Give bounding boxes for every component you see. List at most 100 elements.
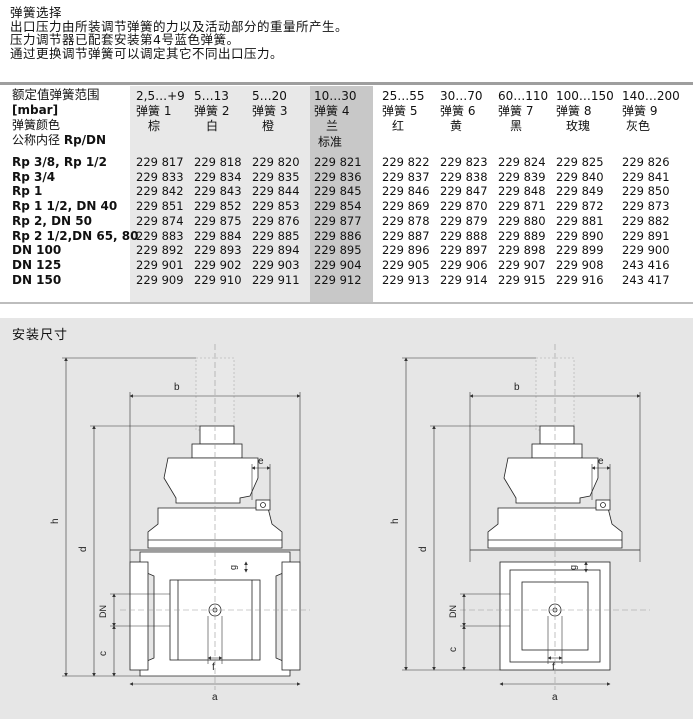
order-number-cell: 229 905	[382, 257, 430, 272]
spring-3-name: 弹簧 3	[252, 104, 288, 118]
spring-selection-table: 额定值弹簧范围 [mbar] 弹簧颜色 公称内径 Rp/DN 2,5…+9 弹簧…	[0, 86, 693, 302]
spring-5-range: 25…55	[382, 89, 425, 103]
order-number-cell: 229 882	[622, 213, 670, 228]
dim-f-left: f	[212, 662, 215, 673]
order-number-cell: 229 911	[252, 272, 300, 287]
spring-7-color: 黑	[510, 119, 523, 133]
order-number-cell: 229 899	[556, 243, 604, 258]
order-number-cell: 229 876	[252, 213, 300, 228]
regulator-drawing-left	[120, 344, 310, 690]
spring-7-range: 60…110	[498, 89, 549, 103]
dim-g-left: g	[228, 565, 238, 570]
order-number-cell: 229 843	[194, 184, 242, 199]
order-number-cell: 229 817	[136, 155, 184, 169]
order-number-cell: 229 900	[622, 243, 670, 258]
order-number-cell: 229 836	[314, 169, 362, 184]
order-number-cell: 229 822	[382, 155, 430, 169]
order-number-cell: 229 893	[194, 243, 242, 258]
dim-a-left: a	[212, 692, 218, 703]
order-number-cell: 229 879	[440, 213, 488, 228]
spring-5-color: 红	[392, 119, 405, 133]
order-number-cell: 229 888	[440, 228, 488, 243]
order-number-cell: 229 825	[556, 155, 604, 169]
order-number-cell: 229 874	[136, 213, 184, 228]
order-number-cell: 229 826	[622, 155, 670, 169]
order-number-cell: 229 854	[314, 199, 362, 214]
spring-6-range: 30…70	[440, 89, 483, 103]
spring-8-range: 100…150	[556, 89, 614, 103]
order-number-cell: 229 835	[252, 169, 300, 184]
header-unit-label: [mbar]	[12, 103, 59, 117]
table-top-rule	[0, 82, 693, 85]
order-number-cell: 229 912	[314, 272, 362, 287]
dim-d-left: d	[78, 546, 89, 552]
dim-h-left: h	[50, 518, 61, 524]
dim-dn-right: DN	[448, 605, 458, 618]
spring-8-color: 玫瑰	[566, 119, 591, 133]
order-number-cell: 229 823	[440, 155, 488, 169]
dim-b-left: b	[174, 382, 180, 393]
dim-dn-left: DN	[98, 605, 108, 618]
spring-9-range: 140…200	[622, 89, 680, 103]
dimension-lines-left	[62, 357, 301, 686]
dim-h-right: h	[390, 518, 401, 524]
order-number-cell: 229 872	[556, 199, 604, 214]
order-number-cell: 229 869	[382, 199, 430, 214]
order-number-cell: 229 884	[194, 228, 242, 243]
order-number-cell: 229 870	[440, 199, 488, 214]
order-number-cell: 243 416	[622, 257, 670, 272]
header-spring-range-label: 额定值弹簧范围	[12, 87, 100, 102]
intro-line-3: 通过更换调节弹簧可以调定其它不同出口压力。	[10, 45, 284, 61]
order-number-cell: 229 904	[314, 257, 362, 272]
header-nominal-size-label: 公称内径 Rp/DN	[12, 133, 106, 148]
order-number-cell: 229 878	[382, 213, 430, 228]
order-number-cell: 229 848	[498, 184, 546, 199]
dim-e-right: e	[598, 456, 604, 467]
order-number-cell: 229 913	[382, 272, 430, 287]
spring-7-name: 弹簧 7	[498, 104, 534, 118]
regulator-drawing-right	[460, 344, 650, 690]
order-number-cell: 229 821	[314, 155, 362, 169]
order-number-cell: 229 889	[498, 228, 546, 243]
row-size-label: Rp 1 1/2, DN 40	[12, 199, 118, 214]
order-number-cell: 229 833	[136, 169, 184, 184]
dim-e-left: e	[258, 456, 264, 467]
spring-2-color: 白	[206, 119, 219, 133]
dimension-lines-right	[402, 357, 641, 686]
spring-1-color: 棕	[148, 119, 161, 133]
spring-6-color: 黄	[450, 119, 463, 133]
spring-9-name: 弹簧 9	[622, 104, 658, 118]
row-size-label: Rp 3/4	[12, 169, 56, 184]
order-number-cell: 229 895	[314, 243, 362, 258]
row-size-label: DN 100	[12, 243, 62, 258]
order-number-cell: 229 818	[194, 155, 242, 169]
order-number-cell: 229 820	[252, 155, 300, 169]
order-number-cell: 229 896	[382, 243, 430, 258]
order-number-cell: 229 845	[314, 184, 362, 199]
intro-text: 弹簧选择 出口压力由所装调节弹簧的力以及活动部分的重量所产生。 压力调节器已配套…	[10, 6, 348, 60]
order-number-cell: 243 417	[622, 272, 670, 287]
order-number-cell: 229 887	[382, 228, 430, 243]
intro-line-2: 压力调节器已配套安装第4号蓝色弹簧。	[10, 32, 240, 47]
order-number-cell: 229 852	[194, 199, 242, 214]
spring-3-range: 5…20	[252, 89, 287, 103]
order-number-cell: 229 851	[136, 199, 184, 214]
order-number-cell: 229 901	[136, 257, 184, 272]
intro-line-1: 出口压力由所装调节弹簧的力以及活动部分的重量所产生。	[10, 18, 349, 34]
order-number-cell: 229 839	[498, 169, 546, 184]
order-number-cell: 229 877	[314, 213, 362, 228]
order-number-cell: 229 907	[498, 257, 546, 272]
order-number-cell: 229 846	[382, 184, 430, 199]
order-number-cell: 229 908	[556, 257, 604, 272]
order-number-cell: 229 871	[498, 199, 546, 214]
dim-a-right: a	[552, 692, 558, 703]
spring-3-color: 橙	[262, 119, 275, 133]
spring-1-range: 2,5…+9	[136, 89, 185, 103]
spring-4-range: 10…30	[314, 89, 357, 103]
dim-f-right: f	[552, 662, 555, 673]
order-number-cell: 229 881	[556, 213, 604, 228]
order-number-cell: 229 875	[194, 213, 242, 228]
order-number-cell: 229 892	[136, 243, 184, 258]
order-number-cell: 229 840	[556, 169, 604, 184]
row-size-label: DN 150	[12, 272, 62, 287]
